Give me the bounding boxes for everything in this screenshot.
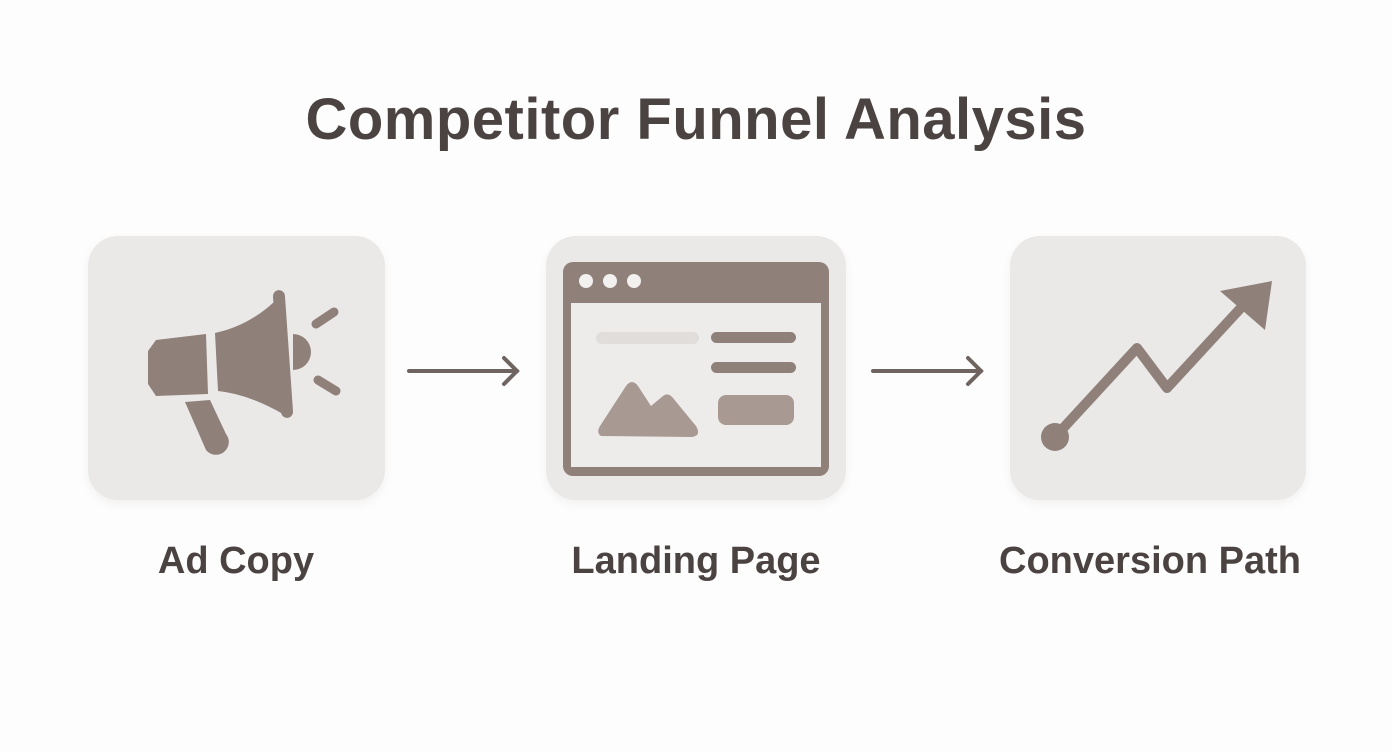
trend-up-arrow-icon <box>1041 281 1272 451</box>
step-tile-ad-copy <box>88 236 385 500</box>
step-label: Landing Page <box>571 540 821 582</box>
step-tile-landing-page <box>546 236 846 500</box>
arrow-right-icon <box>871 356 984 386</box>
step-label: Ad Copy <box>157 540 315 582</box>
browser-window-icon <box>563 262 829 476</box>
step-label: Conversion Path <box>999 540 1301 582</box>
megaphone-icon <box>148 290 341 455</box>
step-tile-conversion-path <box>1010 236 1306 500</box>
arrow-right-icon <box>407 356 520 386</box>
page-title: Competitor Funnel Analysis <box>305 87 1087 152</box>
